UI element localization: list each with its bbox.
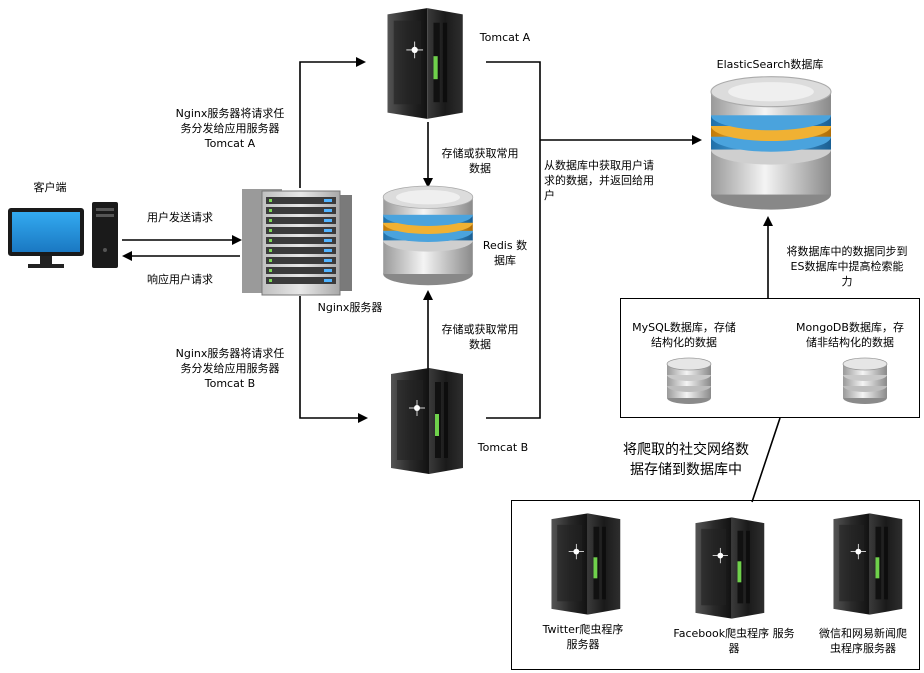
redis-access-b-label: 存储或获取常用 数据: [441, 323, 519, 351]
dispatch-to-tomcat-b-label: Nginx服务器将请求任 务分发给应用服务器 Tomcat B: [175, 347, 285, 390]
user-response-label: 响应用户请求: [147, 273, 213, 286]
wechat-netease-crawler-label: 微信和网易新闻爬 虫程序服务器: [819, 627, 907, 655]
sync-to-es-label: 将数据库中的数据同步到 ES数据库中提高检索能 力: [786, 245, 908, 288]
elasticsearch-database-icon: [706, 66, 836, 216]
nginx-server-icon: [236, 186, 356, 298]
mongodb-label: MongoDB数据库，存 储非结构化的数据: [796, 321, 904, 349]
facebook-crawler-server-icon: [684, 512, 770, 624]
es-fetch-label: 从数据库中获取用户请 求的数据，并返回给用 户: [544, 159, 654, 202]
mongodb-database-icon: [840, 356, 890, 406]
nginx-label: Nginx服务器: [317, 301, 383, 314]
database-group-box: [620, 298, 920, 418]
tomcat-a-server-icon: [372, 6, 472, 121]
wechat-netease-crawler-server-icon: [822, 508, 908, 620]
twitter-crawler-label: Twitter爬虫程序 服务器: [542, 623, 624, 651]
nginx-to-tomcat-a-arrow: [299, 57, 366, 188]
crawler-group-box: [511, 500, 920, 670]
twitter-crawler-server-icon: [540, 508, 626, 620]
crawl-store-label: 将爬取的社交网络数 据存储到数据库中: [623, 442, 749, 478]
user-request-label: 用户发送请求: [147, 211, 213, 224]
facebook-crawler-label: Facebook爬虫程序 服务 器: [673, 627, 795, 655]
tomcat-bus-line: [486, 61, 541, 419]
tomcat-b-label: Tomcat B: [477, 441, 529, 454]
tomcat-a-label: Tomcat A: [479, 31, 531, 44]
dispatch-to-tomcat-a-label: Nginx服务器将请求任 务分发给应用服务器 Tomcat A: [175, 107, 285, 150]
tomcat-b-server-icon: [374, 366, 474, 476]
redis-label: Redis 数 据库: [482, 239, 528, 267]
redis-access-a-label: 存储或获取常用 数据: [441, 147, 519, 175]
client-computer-icon: [8, 202, 118, 268]
crawl-to-db-line: [751, 417, 781, 503]
mysql-database-icon: [664, 356, 714, 406]
mysql-label: MySQL数据库，存储 结构化的数据: [632, 321, 736, 349]
nginx-to-tomcat-b-arrow: [299, 296, 368, 423]
redis-database-icon: [380, 178, 476, 290]
client-label: 客户端: [33, 181, 67, 194]
elasticsearch-label: ElasticSearch数据库: [716, 58, 824, 71]
